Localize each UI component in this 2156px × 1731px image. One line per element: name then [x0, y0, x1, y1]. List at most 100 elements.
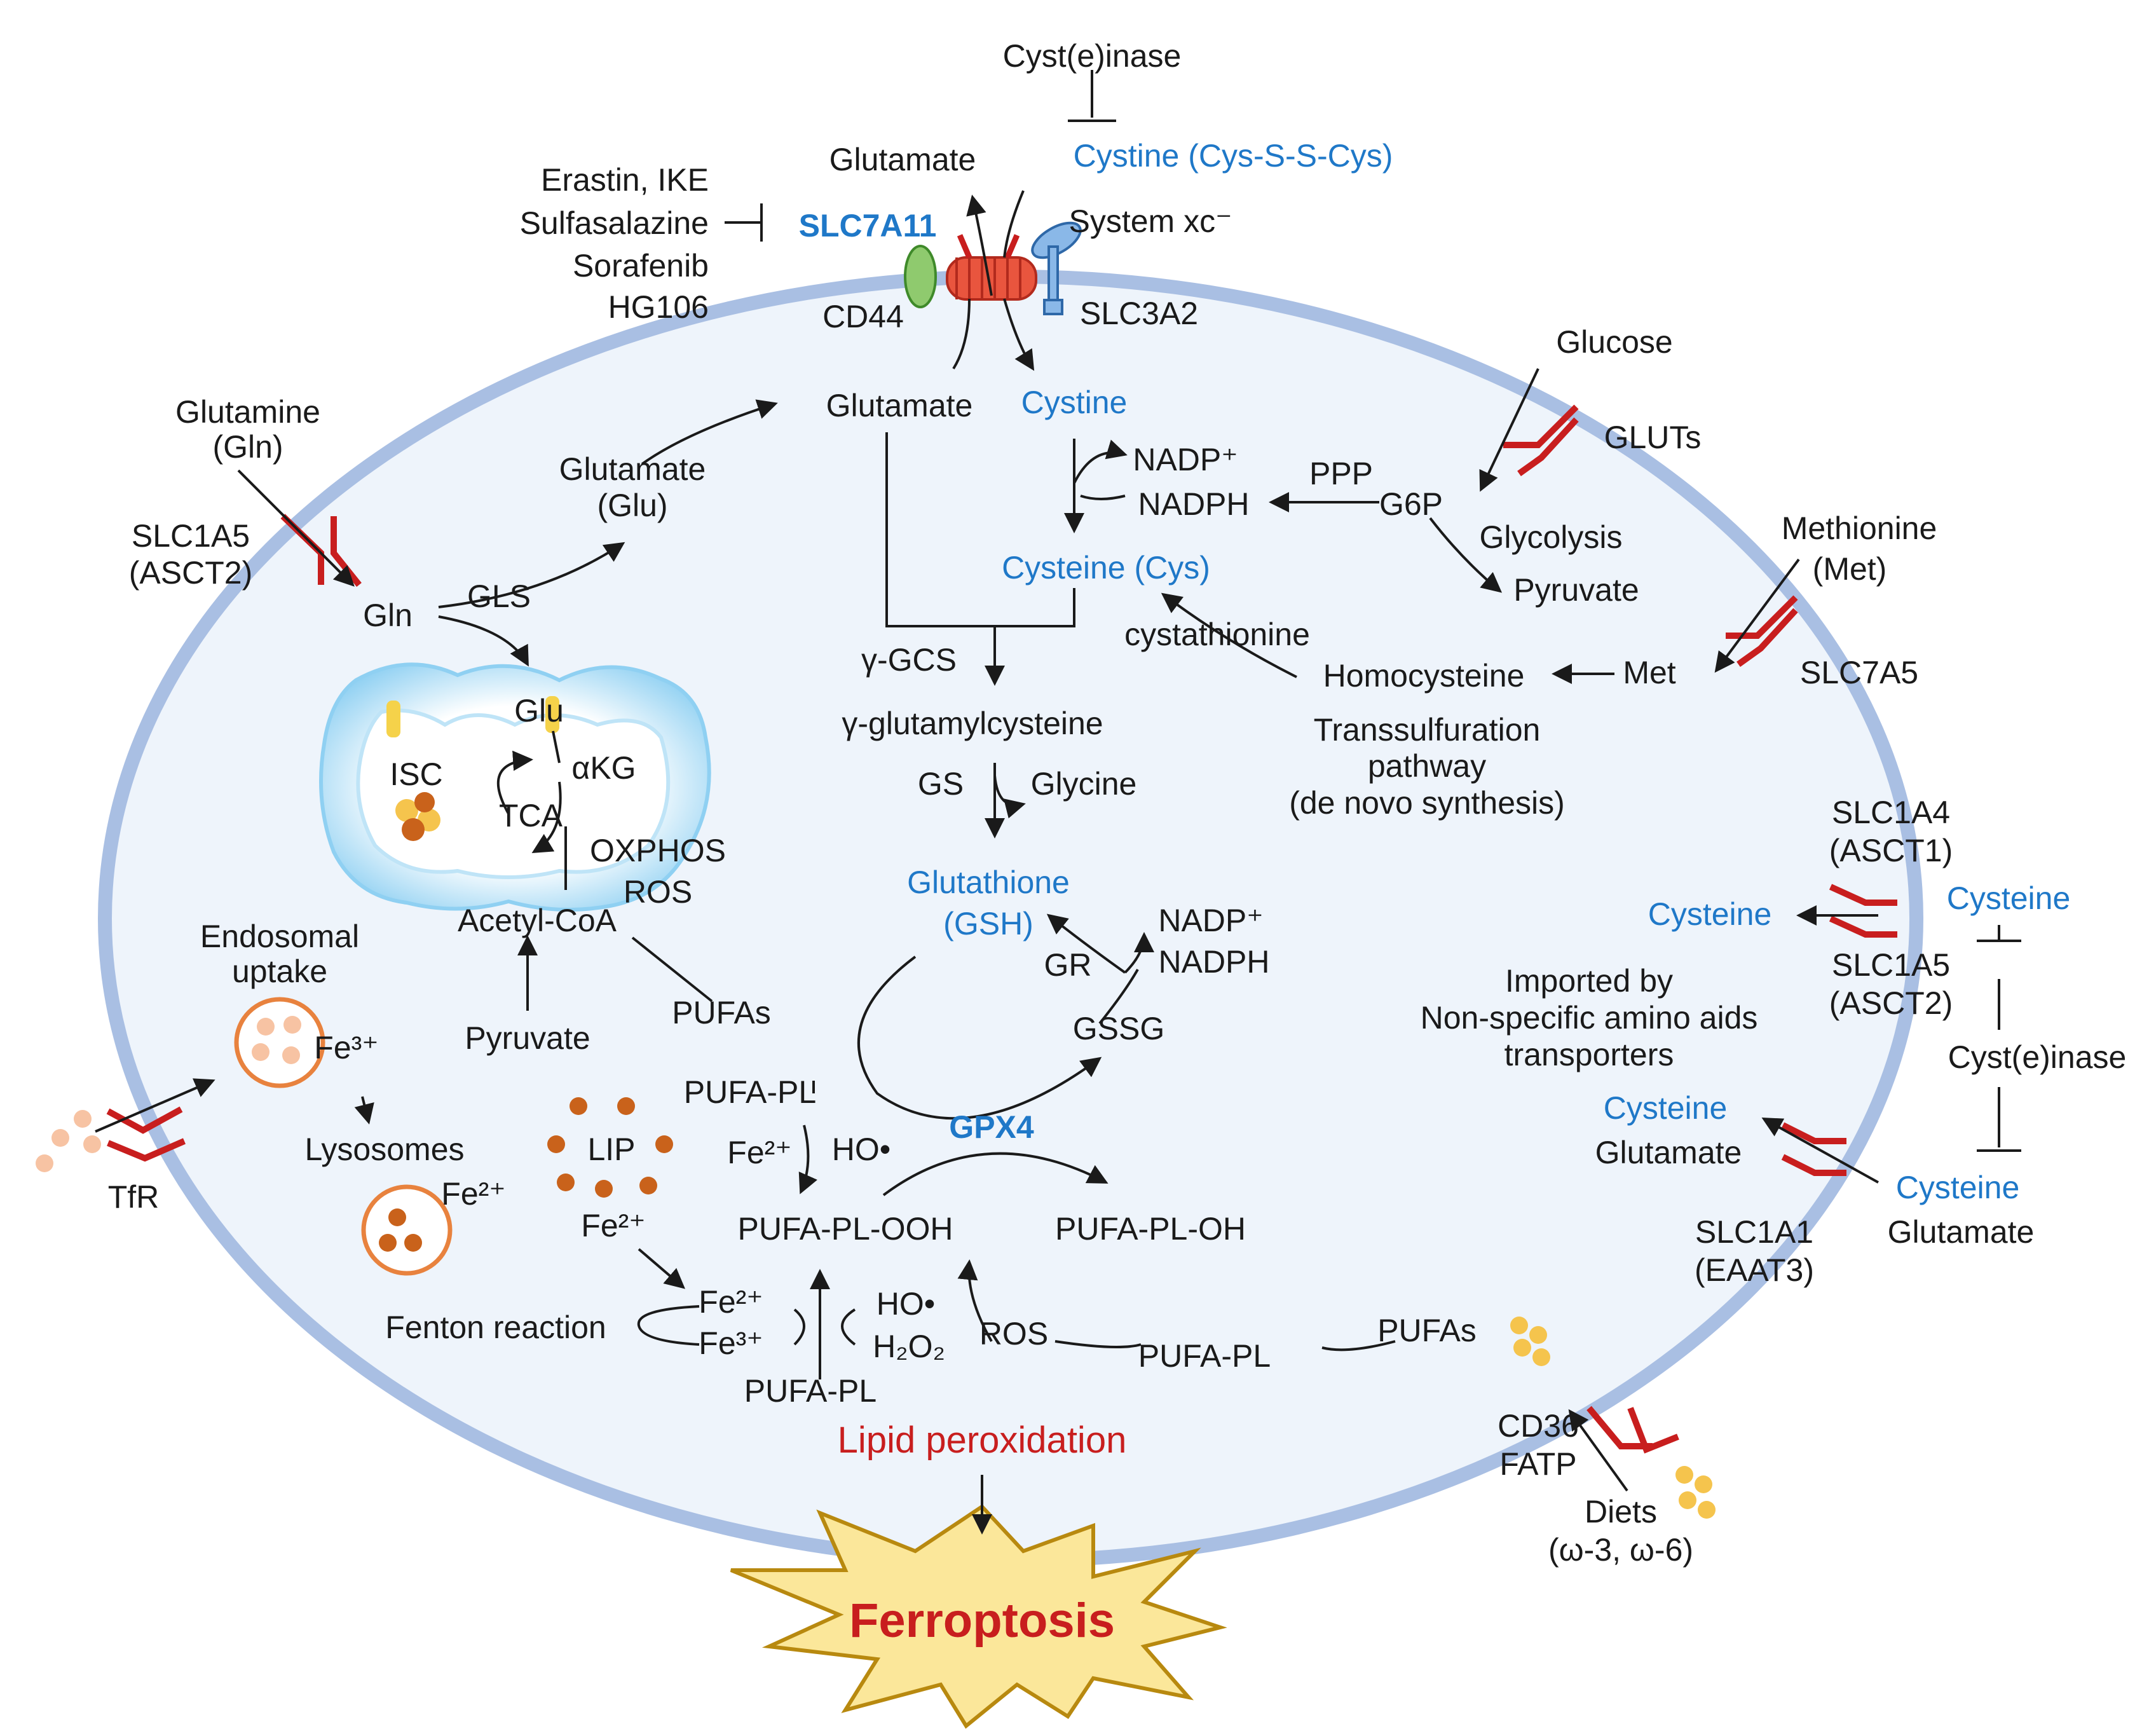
acetyl-coa-label: Acetyl-CoA — [458, 903, 617, 938]
mito-pyruvate-label: Pyruvate — [465, 1020, 590, 1056]
gssg-label: GSSG — [1073, 1011, 1164, 1046]
mito-ros-label: ROS — [624, 874, 692, 910]
slc1a1-label: SLC1A1 — [1695, 1214, 1813, 1250]
system-xc-label: System xc⁻ — [1069, 203, 1232, 239]
cystine-out-label: Cystine (Cys-S-S-Cys) — [1074, 138, 1393, 174]
transporter-tfr — [106, 1106, 186, 1162]
lipid-droplets — [1510, 1317, 1716, 1519]
endosome — [234, 997, 325, 1088]
slc1a4-label: SLC1A4 — [1832, 795, 1950, 830]
transporter-slc1a4-slc1a5 — [1829, 884, 1897, 938]
slc7a11-label: SLC7A11 — [799, 208, 937, 243]
ferroptosis-label: Ferroptosis — [849, 1594, 1115, 1648]
mito-transporter-left — [386, 701, 400, 737]
asct2-gln-label: (ASCT2) — [129, 555, 252, 591]
glutathione-label: Glutathione — [907, 865, 1070, 900]
cysteine-in-label: Cysteine — [1648, 896, 1772, 932]
g6p-label: G6P — [1379, 486, 1443, 522]
cysteine-cys-label: Cysteine (Cys) — [1002, 550, 1210, 585]
inhibitor-1: Erastin, IKE — [541, 162, 709, 198]
glycine-label: Glycine — [1031, 766, 1137, 802]
slc1a5-right-label: SLC1A5 — [1832, 947, 1950, 983]
asct2-right-label: (ASCT2) — [1829, 985, 1953, 1021]
transsulfuration-line-3: (de novo synthesis) — [1289, 785, 1565, 821]
slc7a5-label: SLC7A5 — [1800, 655, 1918, 690]
nadph-gr-label: NADPH — [1158, 944, 1269, 980]
glutamine-label: Glutamine — [175, 394, 320, 430]
glutamate-in-label: Glutamate — [826, 388, 973, 423]
cd44-label: CD44 — [822, 299, 904, 334]
lipid-ros-label: ROS — [979, 1316, 1048, 1351]
gamma-glutamylcysteine-label: γ-glutamylcysteine — [842, 706, 1103, 741]
asct1-label: (ASCT1) — [1829, 833, 1953, 868]
mito-glu-label: Glu — [514, 693, 564, 729]
cysteine-in2-label: Cysteine — [1604, 1090, 1728, 1126]
gs-label: GS — [918, 766, 964, 802]
eaat3-label: (EAAT3) — [1695, 1252, 1814, 1288]
inhibitor-3: Sorafenib — [573, 248, 709, 284]
uptake-label: uptake — [232, 954, 327, 989]
h2o2-label: H₂O₂ — [873, 1329, 945, 1364]
pufa-pl-top-label: PUFA-PL — [684, 1074, 816, 1110]
transporter-cd36-fatp — [1586, 1406, 1679, 1454]
gls-label: GLS — [467, 578, 531, 614]
slc3a2-protein — [1031, 221, 1082, 315]
fe2-lysosome-label: Fe²⁺ — [441, 1176, 505, 1212]
fenton-label: Fenton reaction — [385, 1310, 606, 1345]
transporter-gluts — [1503, 404, 1579, 477]
pathway-arrows — [95, 70, 2021, 1535]
cysteine-out2-label: Cysteine — [1896, 1170, 2020, 1205]
gr-label: GR — [1044, 947, 1092, 983]
imported-line-3: transporters — [1504, 1037, 1674, 1072]
system-xc-transporter — [904, 221, 1082, 315]
pufa-pl-right-label: PUFA-PL — [1138, 1338, 1271, 1374]
nadph-top-label: NADPH — [1138, 486, 1249, 522]
glucose-label: Glucose — [1556, 324, 1672, 360]
fe3-endosome-label: Fe³⁺ — [314, 1030, 378, 1065]
ho-lipid-label: HO• — [832, 1132, 891, 1167]
omega-label: (ω-3, ω-6) — [1548, 1532, 1693, 1568]
glutamate-glu-label: Glutamate — [559, 451, 706, 487]
cystine-in-label: Cystine — [1021, 385, 1128, 420]
pufas-left-label: PUFAs — [672, 995, 771, 1030]
homocysteine-label: Homocysteine — [1323, 658, 1525, 694]
nadp-gr-label: NADP⁺ — [1158, 903, 1263, 938]
pufas-right-label: PUFAs — [1377, 1313, 1477, 1348]
transsulfuration-line-1: Transsulfuration — [1314, 712, 1541, 748]
transsulfuration-line-2: pathway — [1368, 748, 1486, 784]
pufa-pl-oh-label: PUFA-PL-OH — [1055, 1211, 1246, 1247]
fe2-lip-label: Fe²⁺ — [581, 1208, 645, 1243]
imported-line-2: Non-specific amino aids — [1421, 1000, 1758, 1036]
oxphos-label: OXPHOS — [590, 833, 726, 868]
lysosomes-label: Lysosomes — [304, 1132, 464, 1167]
pufa-pl-ooh-label: PUFA-PL-OOH — [738, 1211, 953, 1247]
cystathionine-label: cystathionine — [1124, 617, 1310, 652]
cd44-protein — [904, 245, 937, 308]
glycolysis-label: Glycolysis — [1479, 519, 1622, 555]
lip-label: LIP — [587, 1132, 635, 1167]
fe2-lipid-label: Fe²⁺ — [727, 1135, 791, 1170]
slc7a11-coil — [946, 256, 1037, 301]
ferroptosis-burst — [730, 1504, 1227, 1729]
glutamate-out-label: Glutamate — [829, 142, 976, 177]
cd36-label: CD36 — [1498, 1408, 1579, 1444]
methionine-abbr: (Met) — [1813, 551, 1887, 587]
slc1a5-gln-label: SLC1A5 — [132, 518, 250, 554]
iron-sulfur-cluster — [395, 799, 418, 822]
glutamate-glu-abbr: (Glu) — [597, 488, 667, 523]
nadp-top-label: NADP⁺ — [1133, 442, 1238, 477]
glutamate-in2-label: Glutamate — [1595, 1135, 1742, 1170]
endosomal-label: Endosomal — [200, 919, 359, 954]
ppp-label: PPP — [1309, 456, 1373, 491]
gln-label: Gln — [363, 598, 413, 633]
mito-transporter-glu — [545, 696, 559, 733]
transporter-slc1a1 — [1781, 1122, 1846, 1176]
fe2-cycle-label: Fe²⁺ — [699, 1284, 763, 1320]
gluts-label: GLUTs — [1604, 420, 1702, 455]
cystinase-right-label: Cyst(e)inase — [1948, 1039, 2127, 1075]
mitochondrion — [319, 662, 711, 912]
glutamate-out2-label: Glutamate — [1888, 1214, 2035, 1250]
extracellular-iron — [51, 1129, 69, 1147]
gsh-label: (GSH) — [943, 906, 1034, 941]
